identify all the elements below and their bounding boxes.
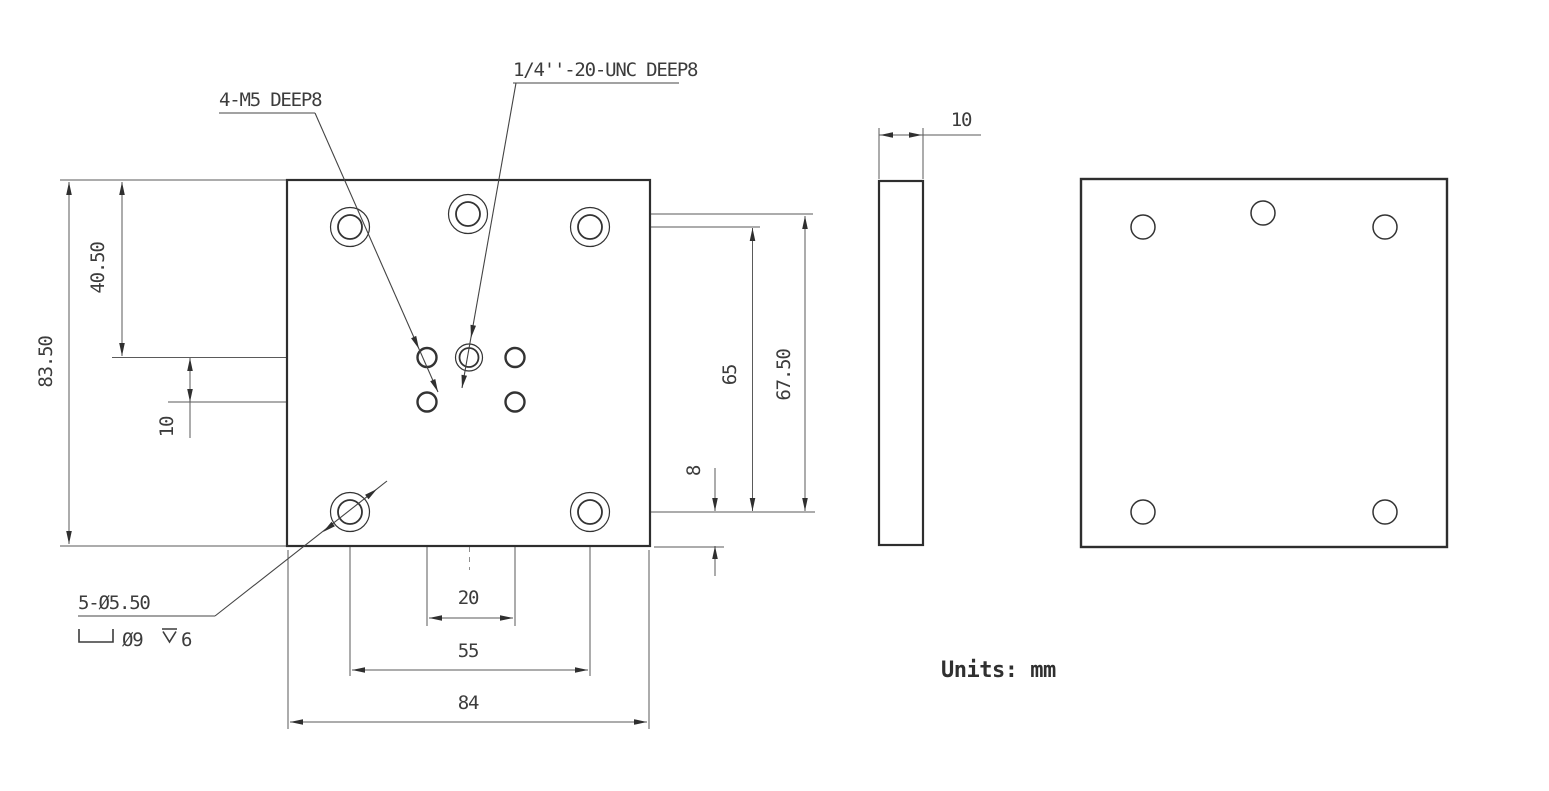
dim-bottom-hole-to-edge-value: 8 (683, 465, 705, 476)
back-plate-outline (1079, 177, 1449, 549)
dim-corner-hole-span-y-value: 65 (719, 365, 741, 385)
dim-corner-hole-span-x: 55 (352, 640, 588, 673)
dim-corner-hole-span-y: 65 (719, 228, 756, 511)
back-view-holes (1130, 200, 1398, 525)
callout-unc-hole: 1/4''-20-UNC DEEP8 (461, 59, 699, 389)
dim-thickness-value: 10 (951, 109, 972, 131)
counterbore-hole-top-center (447, 193, 489, 235)
front-plate-outline (285, 178, 652, 548)
dim-m5-hole-span-x-value: 20 (458, 587, 479, 609)
counterbore-hole-top-right (569, 206, 611, 248)
dim-center-hole-span-y-value: 67.50 (773, 349, 795, 401)
dim-corner-hole-span-x-value: 55 (458, 640, 478, 662)
dim-plate-height: 83.50 (35, 182, 72, 544)
dim-center-hole-span-y: 67.50 (773, 216, 808, 511)
front-view: 83.50 40.50 10 65 67.50 (35, 59, 815, 729)
side-plate-outline (877, 179, 925, 547)
back-hole-bottom-left (1130, 499, 1156, 525)
counterbore-icon (78, 629, 114, 643)
callout-m5-holes: 4-M5 DEEP8 (219, 89, 439, 393)
dim-top-to-m5-row-value: 40.50 (87, 242, 109, 294)
dim-m5-row-spacing-value: 10 (156, 416, 178, 437)
back-hole-top-right (1372, 214, 1398, 240)
counterbore-hole-top-left (329, 206, 371, 248)
back-hole-top-left (1130, 214, 1156, 240)
counterbore-depth-value: 6 (181, 629, 192, 651)
dim-bottom-hole-to-edge: 8 (683, 465, 718, 576)
counterbore-diameter-value: Ø9 (122, 629, 143, 651)
callout-unc-hole-label: 1/4''-20-UNC DEEP8 (513, 59, 698, 81)
dim-thickness: 10 (879, 109, 981, 138)
dim-m5-row-spacing: 10 (156, 358, 193, 438)
dim-top-to-m5-row: 40.50 (87, 182, 125, 356)
callout-counterbore-holes: 5-Ø5.50 Ø9 6 (78, 480, 388, 651)
dim-plate-width-value: 84 (458, 692, 479, 714)
callout-counterbore-label: 5-Ø5.50 (78, 592, 150, 614)
counterbore-hole-bottom-right (569, 491, 611, 533)
back-hole-bottom-right (1372, 499, 1398, 525)
dim-plate-height-value: 83.50 (35, 336, 57, 388)
back-hole-top-center (1250, 200, 1276, 226)
side-view: 10 (877, 109, 981, 547)
counterbore-hole-bottom-left (329, 491, 371, 533)
dim-plate-width: 84 (290, 692, 647, 725)
callout-m5-holes-label: 4-M5 DEEP8 (219, 89, 322, 111)
depth-icon (162, 628, 177, 644)
dim-m5-hole-span-x: 20 (429, 587, 513, 621)
units-note: Units: mm (941, 658, 1056, 683)
back-view (1079, 177, 1449, 549)
